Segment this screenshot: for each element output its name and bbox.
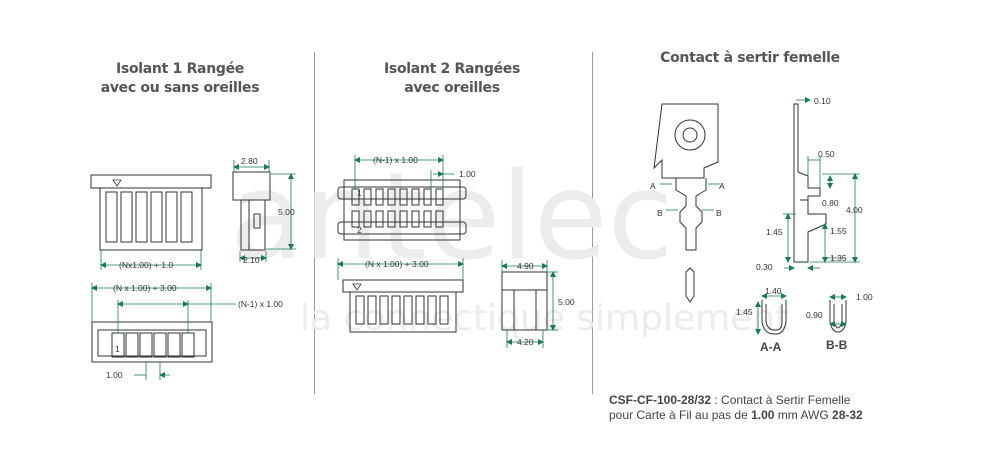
panel1-dim-pitch100: 1.00 xyxy=(106,370,123,380)
panel3-contact-front-view xyxy=(653,103,719,303)
panel1-pin1-label: 1 xyxy=(115,344,120,354)
caption-line1: CSF-CF-100-28/32 : Contact à Sertir Feme… xyxy=(609,393,863,408)
panel2-dim-pitch100: 1.00 xyxy=(459,169,476,179)
panel2-lower-row-contacts xyxy=(351,210,444,228)
panel2-title: Isolant 2 Rangées avec oreilles xyxy=(362,60,542,98)
caption-part-number: CSF-CF-100-28/32 xyxy=(609,393,712,407)
panel3-dim-135: 1.35 xyxy=(830,253,847,263)
panel3-dim-145b: 1.45 xyxy=(736,307,753,317)
panel1-contact-slots xyxy=(105,191,193,243)
panel2-dim-n-minus1: (N-1) x 1.00 xyxy=(373,155,418,165)
panel1-dim-280: 2.80 xyxy=(241,156,258,166)
panel2-title-line1: Isolant 2 Rangées xyxy=(384,61,520,77)
panel3-section-aa-label: A-A xyxy=(760,340,782,354)
caption-line2-mid: mm AWG xyxy=(777,408,829,422)
divider-left xyxy=(314,52,315,394)
panel2-dim-pitch-plus3: (N x 1.00) + 3.00 xyxy=(365,259,429,269)
panel3-dim-010: 0.10 xyxy=(814,96,831,106)
panel1-dimension-lines xyxy=(91,160,296,380)
panel3-dimension-lines xyxy=(783,97,860,271)
panel1-dim-pitch-plus3: (N x 1.00) + 3.00 xyxy=(113,283,177,293)
panel3-dim-155: 1.55 xyxy=(830,226,847,236)
panel3-title: Contact à sertir femelle xyxy=(640,49,860,68)
panel3-section-a-right: A xyxy=(719,181,725,191)
panel3-section-marks xyxy=(660,183,720,211)
panel2-pin1-label: 1 xyxy=(357,188,362,198)
panel3-section-bb-view xyxy=(829,300,847,333)
caption-line2-pre: pour Carte à Fil au pas de xyxy=(609,408,748,422)
panel3-section-b-left: B xyxy=(657,208,663,218)
panel2-dim-500: 5.00 xyxy=(558,297,575,307)
panel3-dim-050: 0.50 xyxy=(818,149,835,159)
panel1-side-view xyxy=(232,171,271,251)
panel1-title-line1: Isolant 1 Rangée xyxy=(116,61,244,77)
caption-line1-text: : Contact à Sertir Femelle xyxy=(714,393,851,407)
watermark: antelec la connectique simplement xyxy=(230,148,789,339)
panel2-dim-490: 4.90 xyxy=(517,261,534,271)
panel3-dim-030: 0.30 xyxy=(756,262,773,272)
panel1-title: Isolant 1 Rangée avec ou sans oreilles xyxy=(90,60,270,98)
panel2-dimension-lines xyxy=(337,155,558,348)
panel3-dim-145a: 1.45 xyxy=(766,227,783,237)
panel2-upper-row-contacts xyxy=(351,188,444,206)
watermark-logo: antelec xyxy=(230,148,674,287)
panel2-top-view xyxy=(337,179,467,241)
panel3-dim-090: 0.90 xyxy=(806,310,823,320)
panel3-section-bb-label: B-B xyxy=(826,338,848,352)
panel1-front-view xyxy=(90,174,212,251)
panel3-dim-080: 0.80 xyxy=(822,198,839,208)
caption-pitch: 1.00 xyxy=(751,408,775,422)
panel3-section-aa-view xyxy=(761,300,787,335)
caption-line2: pour Carte à Fil au pas de 1.00 mm AWG 2… xyxy=(609,408,863,423)
panel3-section-a-left: A xyxy=(650,181,656,191)
panel1-title-line2: avec ou sans oreilles xyxy=(100,80,260,96)
panel2-side-view xyxy=(501,271,548,331)
panel2-dim-420: 4.20 xyxy=(517,337,534,347)
panel1-dim-210: 2.10 xyxy=(243,255,260,265)
panel3-dim-400: 4.00 xyxy=(846,205,863,215)
panel1-dim-n-minus1: (N-1) x 1.00 xyxy=(238,299,283,309)
part-caption: CSF-CF-100-28/32 : Contact à Sertir Feme… xyxy=(609,393,863,423)
caption-awg: 28-32 xyxy=(832,408,863,422)
panel2-front-view xyxy=(342,279,464,333)
panel3-dim-100: 1.00 xyxy=(856,292,873,302)
panel3-section-b-right: B xyxy=(716,208,722,218)
panel3-section-dimension-lines xyxy=(755,293,847,335)
panel2-title-line2: avec oreilles xyxy=(404,80,500,96)
panel3-title-line1: Contact à sertir femelle xyxy=(660,50,840,66)
divider-right xyxy=(592,52,593,394)
panel3-dim-140: 1.40 xyxy=(765,286,782,296)
panel1-dim-500: 5.00 xyxy=(278,207,295,217)
panel2-pin2-label: 2 xyxy=(357,225,362,235)
panel1-dim-pitch-plus1: (Nx1.00) + 1.0 xyxy=(119,260,173,270)
watermark-tagline: la connectique simplement xyxy=(300,298,789,339)
panel3-contact-side-view xyxy=(793,103,827,263)
panel1-bottom-view xyxy=(91,321,213,363)
